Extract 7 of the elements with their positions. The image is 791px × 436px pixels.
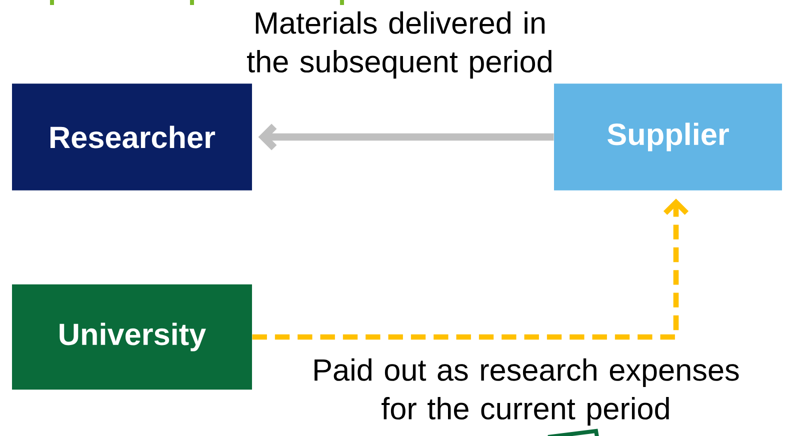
arrow: [252, 198, 689, 340]
process-box: University: [12, 284, 252, 390]
edge-label: Paid out as research expenses for the current period: [314, 358, 739, 426]
process-box: Supplier: [554, 84, 782, 190]
arrow: [258, 124, 554, 150]
process-box: Researcher: [12, 84, 252, 190]
edge-label: Materials delivered in the subsequent period: [247, 11, 552, 79]
